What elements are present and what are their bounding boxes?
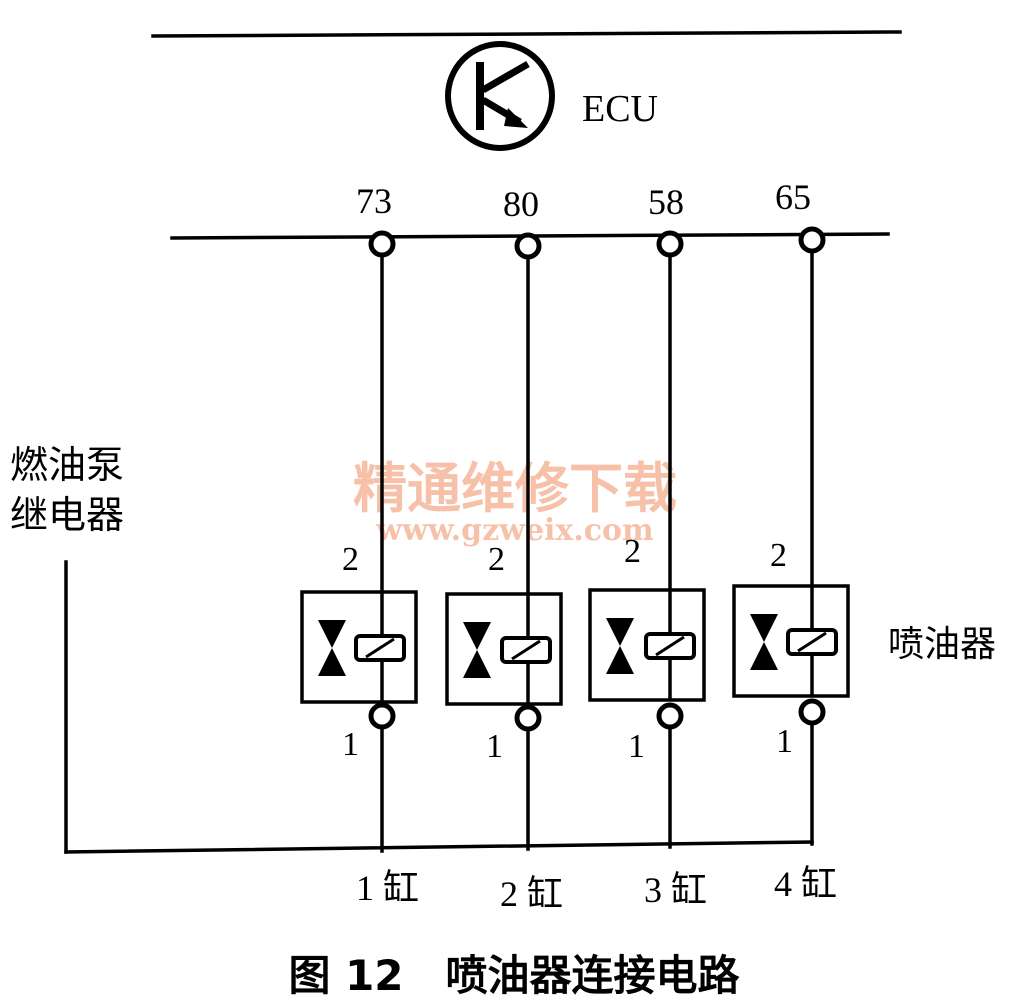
watermark-title: 精通维修下载 [353, 456, 677, 520]
nozzle-icon [606, 618, 634, 646]
injector-pin-bottom: 1 [776, 723, 793, 760]
injector-terminal [798, 698, 826, 726]
cylinder-label: 3 缸 [644, 870, 707, 910]
common-bus [64, 840, 814, 854]
ecu-terminal [368, 230, 396, 258]
nozzle-icon [318, 620, 346, 648]
injector-pin-top: 2 [342, 541, 359, 578]
relay-label-line1: 燃油泵 [10, 445, 124, 487]
ecu-terminal [656, 230, 684, 258]
injector-terminal [656, 702, 684, 730]
ecu-pin-label: 73 [356, 181, 392, 221]
injector-pin-top: 2 [624, 533, 641, 570]
ecu-label: ECU [582, 88, 658, 130]
cylinder-label: 1 缸 [356, 868, 419, 908]
injector-3: 2 1 3 缸 [588, 230, 707, 910]
ecu-pin-label: 58 [648, 182, 684, 222]
figure-caption: 图 12 喷油器连接电路 [288, 951, 740, 999]
injector-terminal [368, 702, 396, 730]
ecu-transistor-icon [445, 41, 555, 151]
cylinder-label: 2 缸 [500, 874, 563, 914]
nozzle-icon [463, 622, 491, 650]
ecu-terminal [798, 226, 826, 254]
injector-4: 2 1 4 缸 [732, 226, 850, 904]
injector-pin-top: 2 [488, 541, 505, 578]
watermark-url: www.gzweix.com [375, 513, 654, 548]
ecu-pin-label: 80 [503, 184, 539, 224]
injector-pin-bottom: 1 [342, 726, 359, 763]
injector-label: 喷油器 [888, 624, 996, 664]
injector-pin-top: 2 [770, 537, 787, 574]
ecu-pin-label: 65 [775, 177, 811, 217]
nozzle-icon [750, 614, 778, 642]
injector-1: 2 1 1 缸 [300, 230, 419, 908]
ecu-top-bus [151, 30, 902, 38]
ecu-terminal [514, 232, 542, 260]
injector-pin-bottom: 1 [628, 728, 645, 765]
relay-label-line2: 继电器 [10, 495, 124, 537]
cylinder-label: 4 缸 [774, 864, 837, 904]
injector-2: 2 1 2 缸 [445, 232, 563, 914]
injector-pin-bottom: 1 [486, 728, 503, 765]
injector-terminal [514, 704, 542, 732]
